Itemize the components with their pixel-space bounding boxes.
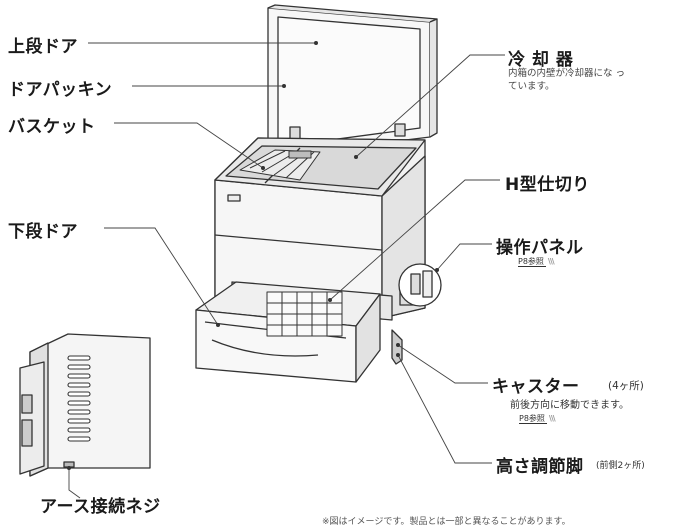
caster-description: 前後方向に移動できます。 <box>510 400 629 411</box>
leader-basket-bend <box>150 122 264 169</box>
label-cooler: 冷 却 器 <box>508 50 574 70</box>
leader-control-panel <box>436 243 492 271</box>
leader-h-partition <box>329 179 500 301</box>
leader-ground-screw <box>68 468 81 499</box>
label-control-panel: 操作パネル <box>496 238 584 258</box>
label-ground-screw: アース接続ネジ <box>40 497 161 517</box>
caster-page-ref: P8参照\\\ <box>519 413 556 424</box>
label-lower-door: 下段ドア <box>8 222 78 242</box>
control-panel-page-ref: P8参照\\\ <box>518 256 555 267</box>
label-caster: キャスター <box>492 377 580 397</box>
leader-height-leg <box>397 354 492 464</box>
height-leg-count: (前側2ヶ所) <box>596 461 645 471</box>
leader-lower-door <box>104 227 219 326</box>
basket-illustration <box>239 149 321 181</box>
control-panel-ref-text: P8参照 <box>518 257 546 267</box>
caster-count: (4ヶ所) <box>608 380 644 392</box>
footnote: ※図はイメージです。製品とは一部と異なることがあります。 <box>322 517 571 527</box>
leader-cooler <box>355 54 505 158</box>
cooler-description: 内箱の内壁が冷却器にな っています。 <box>508 68 626 92</box>
label-h-partition: H型仕切り <box>505 175 590 195</box>
back-panel-inset <box>19 333 151 477</box>
ref-stripes-icon: \\\ <box>547 257 555 266</box>
label-basket: バスケット <box>8 117 96 137</box>
label-height-leg: 高さ調節脚 <box>496 457 584 477</box>
ref-stripes-icon: \\\ <box>548 414 556 423</box>
label-door-gasket: ドアパッキン <box>8 80 113 100</box>
leader-caster <box>397 344 488 384</box>
caster-ref-text: P8参照 <box>519 414 547 424</box>
label-upper-door: 上段ドア <box>8 37 78 57</box>
upper-door-illustration <box>267 4 438 158</box>
